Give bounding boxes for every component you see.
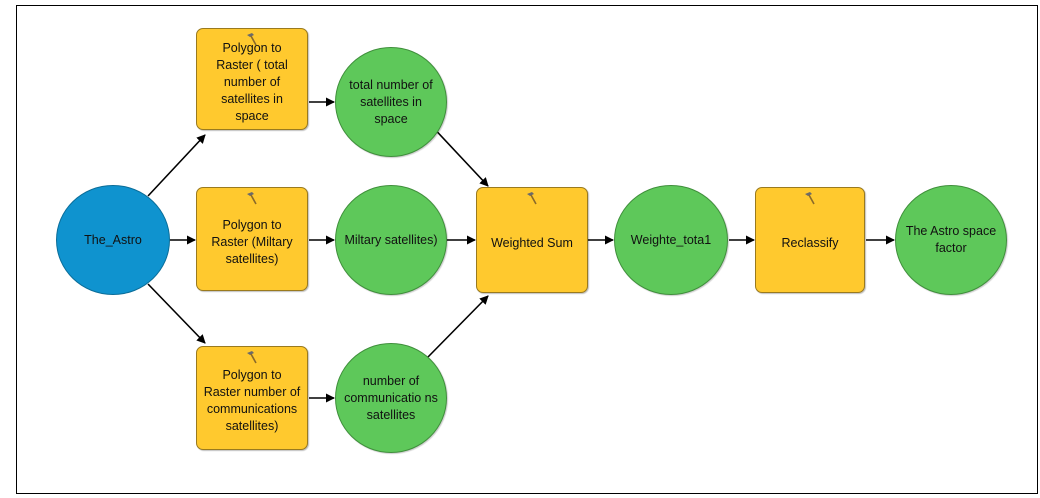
- node-label: Miltary satellites): [344, 232, 438, 247]
- node-label: Polygon to Raster (Miltary satellites): [211, 217, 293, 266]
- tool-node-polygon-to-raster-comms[interactable]: Polygon to Raster number of communicatio…: [196, 346, 308, 450]
- node-label: The Astro space factor: [905, 224, 997, 255]
- data-node-weighted-output[interactable]: Weighte_tota1: [614, 185, 728, 295]
- node-label: Polygon to Raster number of communicatio…: [203, 368, 301, 433]
- input-data-node-the-astro[interactable]: The_Astro: [56, 185, 170, 295]
- tool-node-polygon-to-raster-military[interactable]: Polygon to Raster (Miltary satellites): [196, 187, 308, 291]
- edge-out-total-to-weighted-sum: [427, 121, 489, 187]
- node-label: Weighted Sum: [491, 235, 573, 250]
- node-label: Reclassify: [781, 235, 839, 250]
- tool-node-polygon-to-raster-total[interactable]: Polygon to Raster ( total number of sate…: [196, 28, 308, 130]
- tool-node-weighted-sum[interactable]: Weighted Sum: [476, 187, 588, 293]
- edge-astro-to-poly-total: [147, 134, 206, 197]
- node-label: Weighte_tota1: [630, 232, 712, 247]
- node-label: Polygon to Raster ( total number of sate…: [216, 40, 288, 123]
- node-label: total number of satellites in space: [349, 77, 433, 126]
- hammer-icon: [247, 192, 257, 205]
- data-node-total-satellites[interactable]: total number of satellites in space: [335, 47, 447, 157]
- hammer-icon: [805, 192, 815, 205]
- node-label: number of communicatio ns satellites: [344, 373, 438, 422]
- edge-out-comms-to-weighted-sum: [427, 295, 489, 358]
- data-node-communications-satellites[interactable]: number of communicatio ns satellites: [335, 343, 447, 453]
- edge-astro-to-poly-comms: [147, 283, 206, 344]
- hammer-icon: [247, 351, 257, 364]
- hammer-icon: [527, 192, 537, 205]
- tool-node-reclassify[interactable]: Reclassify: [755, 187, 865, 293]
- data-node-astro-space-factor[interactable]: The Astro space factor: [895, 185, 1007, 295]
- node-label: The_Astro: [84, 232, 142, 247]
- hammer-icon: [247, 33, 257, 46]
- data-node-military-satellites[interactable]: Miltary satellites): [335, 185, 447, 295]
